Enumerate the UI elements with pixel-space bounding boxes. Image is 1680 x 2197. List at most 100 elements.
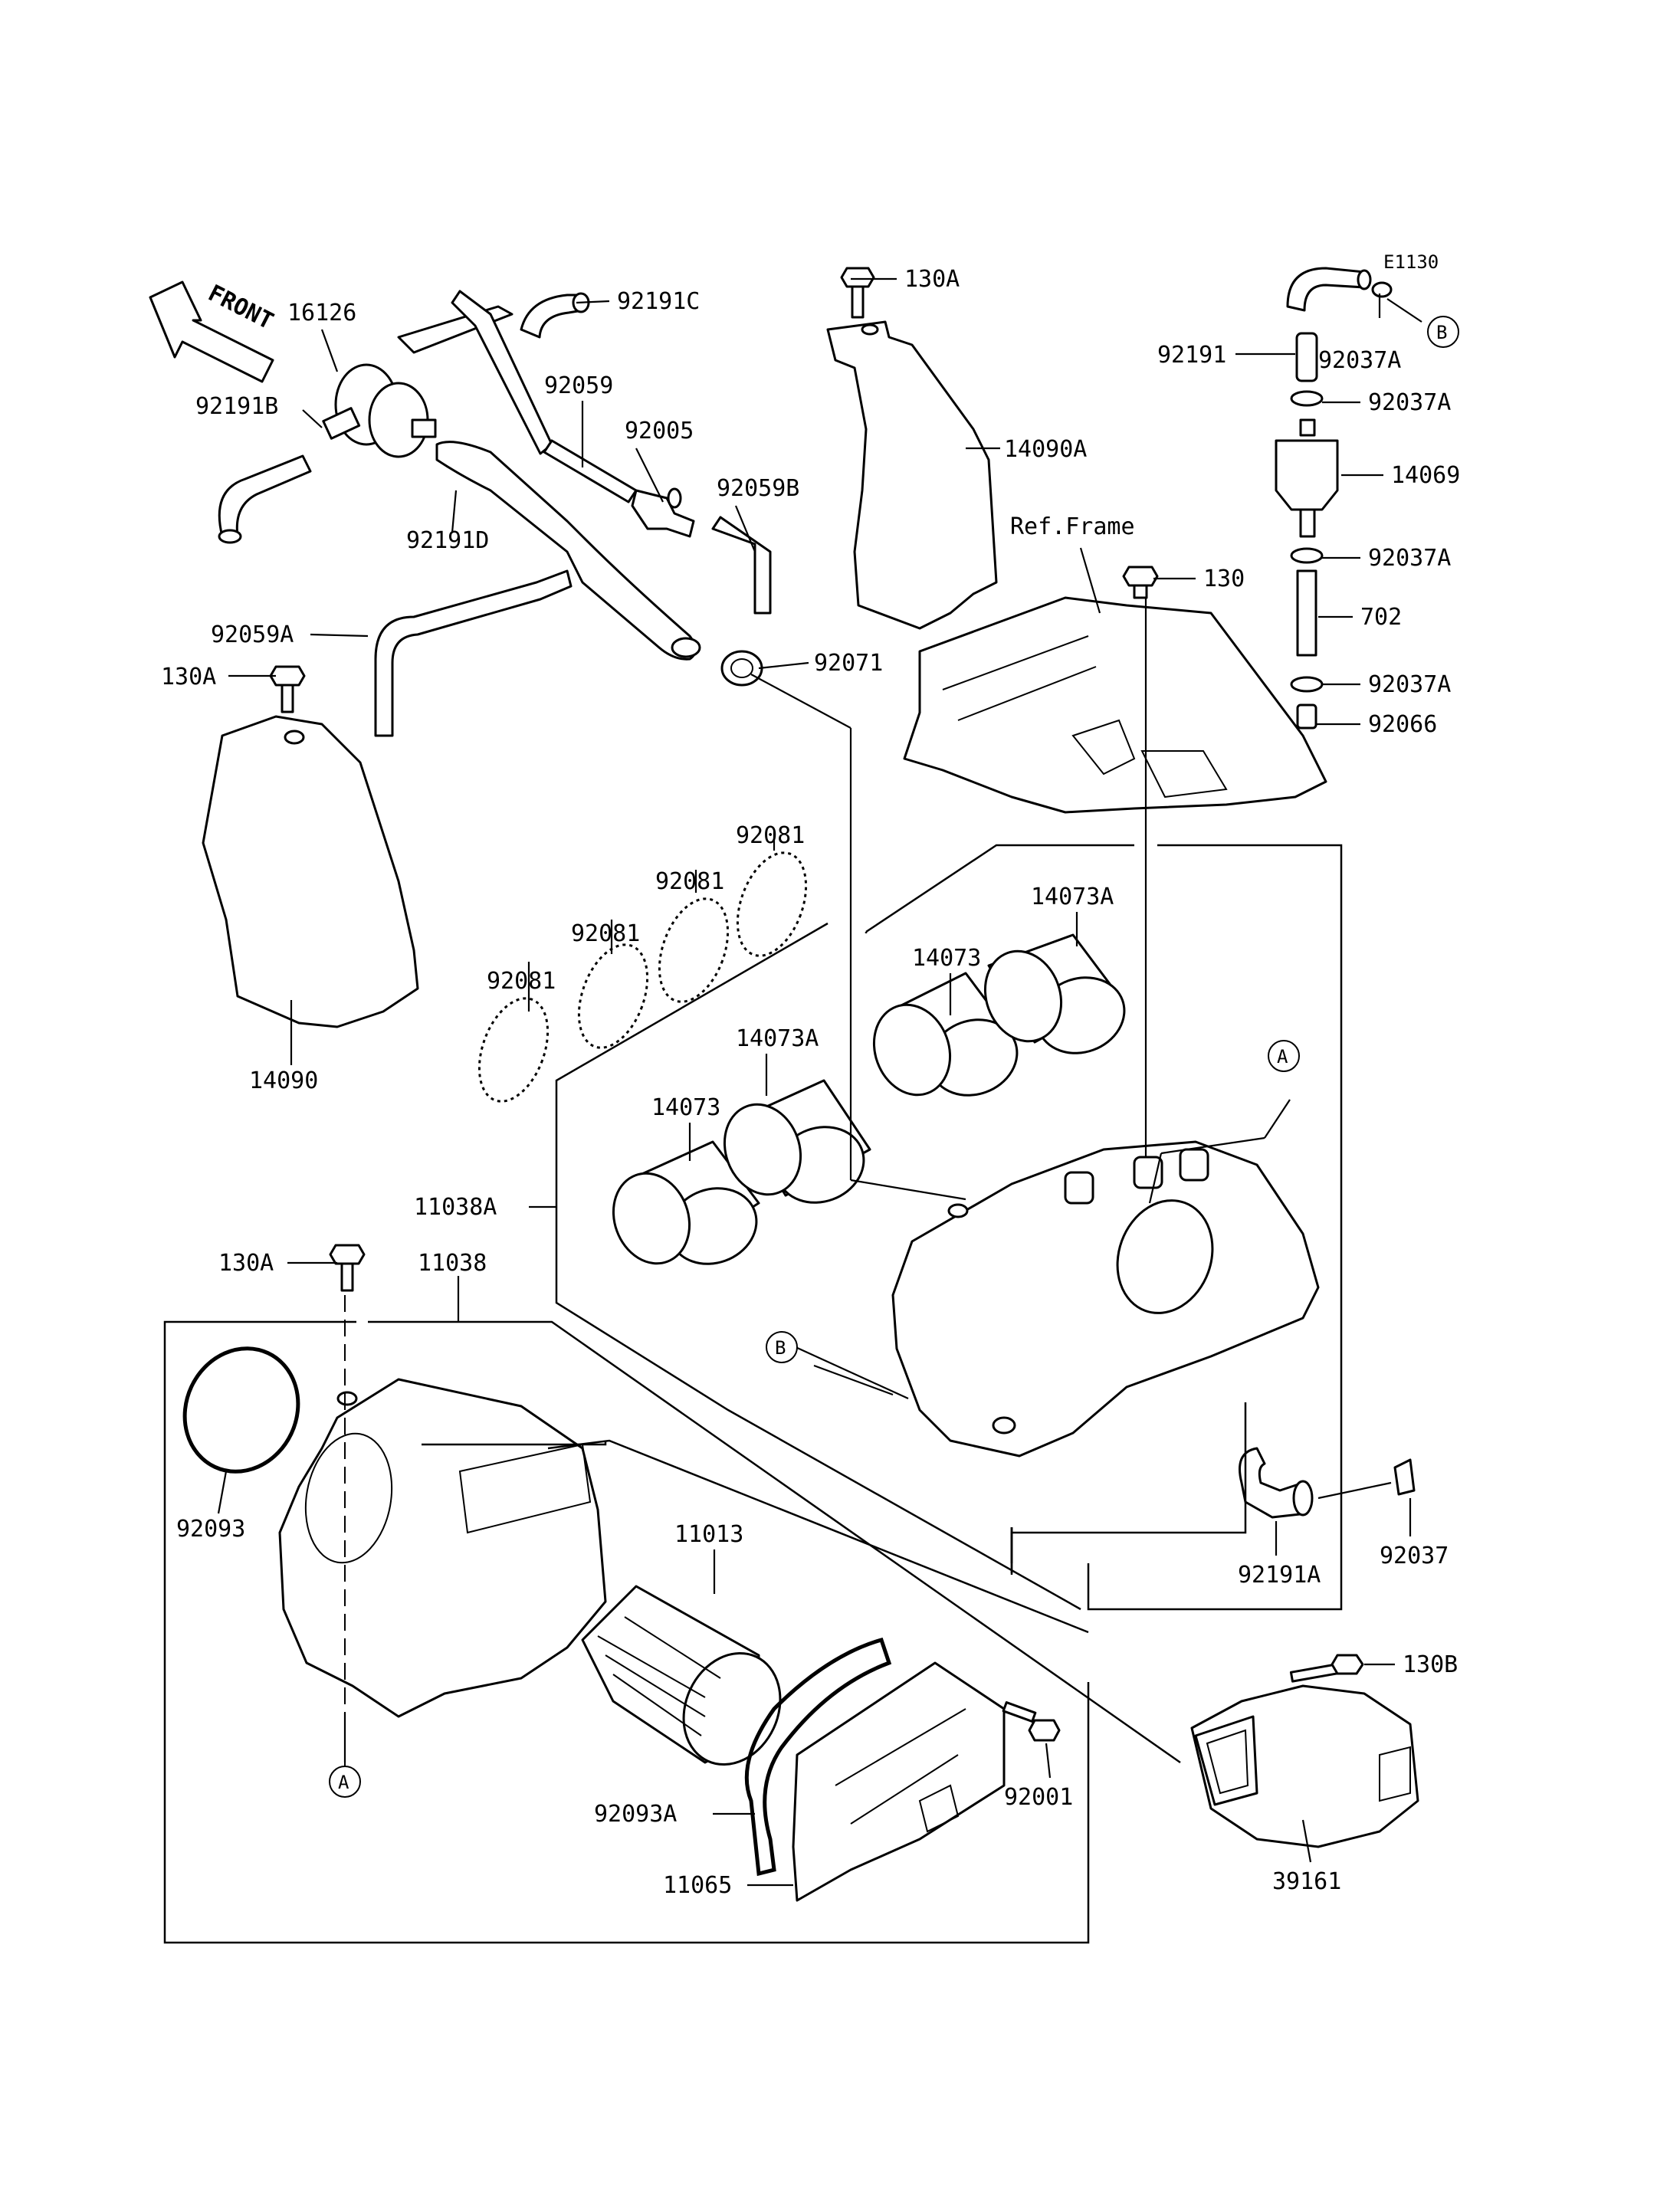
clamp-92081-1: [477, 997, 550, 1103]
air-filter-element-11013: [581, 1585, 782, 1766]
label-92066: 92066: [1368, 711, 1437, 738]
clamp-92081-2: [577, 943, 649, 1049]
air-cleaner-case-11038a: [891, 1140, 1320, 1458]
label-14090a: 14090A: [1004, 436, 1087, 463]
label-92081-2: 92081: [571, 920, 640, 947]
label-92037: 92037: [1380, 1543, 1449, 1569]
label-14073-upper: 14073: [912, 945, 981, 972]
label-14069: 14069: [1391, 462, 1460, 489]
holder-14073a-lower: [723, 1079, 871, 1204]
label-92059b: 92059B: [717, 475, 799, 502]
svg-text:B: B: [775, 1337, 786, 1359]
hose-92059: [543, 439, 638, 503]
grommet-92071: [720, 650, 763, 687]
marker-b-top: B: [1427, 316, 1459, 348]
label-130a-top: 130A: [904, 266, 960, 293]
o-ring-92093: [182, 1346, 300, 1474]
ref-frame-label: Ref.Frame: [1010, 513, 1135, 540]
bolt-130b: [1289, 1654, 1364, 1683]
label-92037a-1: 92037A: [1368, 389, 1451, 416]
label-92191: 92191: [1157, 342, 1226, 369]
cover-14090a: [826, 320, 998, 630]
label-130a-left: 130A: [161, 664, 216, 690]
holder-14073-upper: [872, 972, 1019, 1097]
label-92191a: 92191A: [1238, 1562, 1321, 1589]
label-702: 702: [1360, 604, 1402, 631]
marker-a-lower: A: [329, 1766, 361, 1798]
hose-92191d: [435, 441, 701, 661]
clamp-92037a-top: [1371, 281, 1393, 298]
label-14073a-lower: 14073A: [736, 1025, 819, 1052]
hose-92191c: [520, 292, 590, 339]
label-92037a-2: 92037A: [1368, 545, 1451, 572]
label-92005: 92005: [625, 418, 694, 444]
clamp-92081-4: [736, 851, 808, 957]
grouping-boxes: [163, 844, 1343, 1944]
clamp-92037a-3: [1290, 676, 1324, 693]
bolt-92001: [1002, 1701, 1061, 1742]
clamp-92037a-2: [1290, 547, 1324, 564]
label-130a-mid: 130A: [218, 1250, 274, 1277]
diagram-code: E1130: [1383, 251, 1439, 273]
label-92191d: 92191D: [406, 527, 489, 554]
label-39161: 39161: [1272, 1868, 1341, 1895]
label-92001: 92001: [1004, 1784, 1073, 1811]
bolt-130a-left: [269, 665, 306, 713]
label-130: 130: [1203, 566, 1245, 592]
plug-92066: [1296, 703, 1317, 730]
hose-upper-long: [397, 290, 553, 455]
hose-702: [1296, 569, 1317, 657]
gasket-92093a: [744, 1637, 892, 1877]
leader-lines: [217, 277, 1422, 1887]
holder-14073-lower: [612, 1140, 760, 1265]
clamp-92081-3: [658, 897, 730, 1003]
label-16126: 16126: [287, 300, 356, 326]
label-92037a-3: 92037A: [1368, 671, 1451, 698]
bolt-130a-mid: [329, 1244, 366, 1292]
cap-11065: [792, 1661, 1006, 1902]
label-14073-lower: 14073: [651, 1094, 720, 1121]
marker-a-upper: A: [1268, 1040, 1300, 1072]
label-11038a: 11038A: [414, 1194, 497, 1221]
holder-14073a-upper: [983, 933, 1126, 1054]
label-11038: 11038: [418, 1250, 487, 1277]
hose-92059a: [374, 569, 573, 737]
air-switching-valve-16126: [322, 363, 437, 458]
hose-92059b: [711, 516, 772, 615]
front-arrow-label: FRONT: [204, 280, 277, 335]
label-92081-4: 92081: [736, 822, 805, 849]
label-92093: 92093: [176, 1516, 245, 1543]
label-92093a: 92093A: [594, 1801, 677, 1828]
hose-92191a: [1239, 1447, 1314, 1519]
svg-text:B: B: [1436, 322, 1447, 343]
svg-text:A: A: [1277, 1046, 1288, 1067]
clamp-92037a-1: [1290, 390, 1324, 407]
label-92037a-top: 92037A: [1318, 347, 1401, 374]
label-92191b: 92191B: [195, 393, 278, 420]
label-92081-1: 92081: [487, 968, 556, 995]
label-92071: 92071: [814, 650, 883, 677]
clamp-92037: [1393, 1458, 1416, 1496]
frame-reference: [903, 596, 1327, 814]
label-11013: 11013: [674, 1521, 743, 1548]
marker-b-case: B: [766, 1331, 798, 1363]
cover-14090: [202, 715, 419, 1028]
bolt-130a-top: [840, 267, 875, 319]
bolt-130: [1122, 566, 1159, 599]
front-arrow-icon: FRONT: [149, 280, 277, 383]
label-14073a-upper: 14073A: [1031, 884, 1114, 910]
hose-92191b: [218, 454, 312, 544]
label-92059: 92059: [544, 372, 613, 399]
air-cleaner-case-11038: [278, 1378, 607, 1718]
fuel-filter-14069: [1275, 418, 1339, 538]
label-14090: 14090: [249, 1067, 318, 1094]
label-92059a: 92059A: [211, 621, 294, 648]
label-11065: 11065: [663, 1872, 732, 1899]
label-92191c: 92191C: [617, 288, 700, 315]
label-130b: 130B: [1403, 1651, 1458, 1678]
label-92081-3: 92081: [655, 868, 724, 895]
svg-text:A: A: [338, 1772, 349, 1793]
hose-top-right: [1286, 267, 1372, 312]
fitting-92005: [631, 487, 695, 538]
